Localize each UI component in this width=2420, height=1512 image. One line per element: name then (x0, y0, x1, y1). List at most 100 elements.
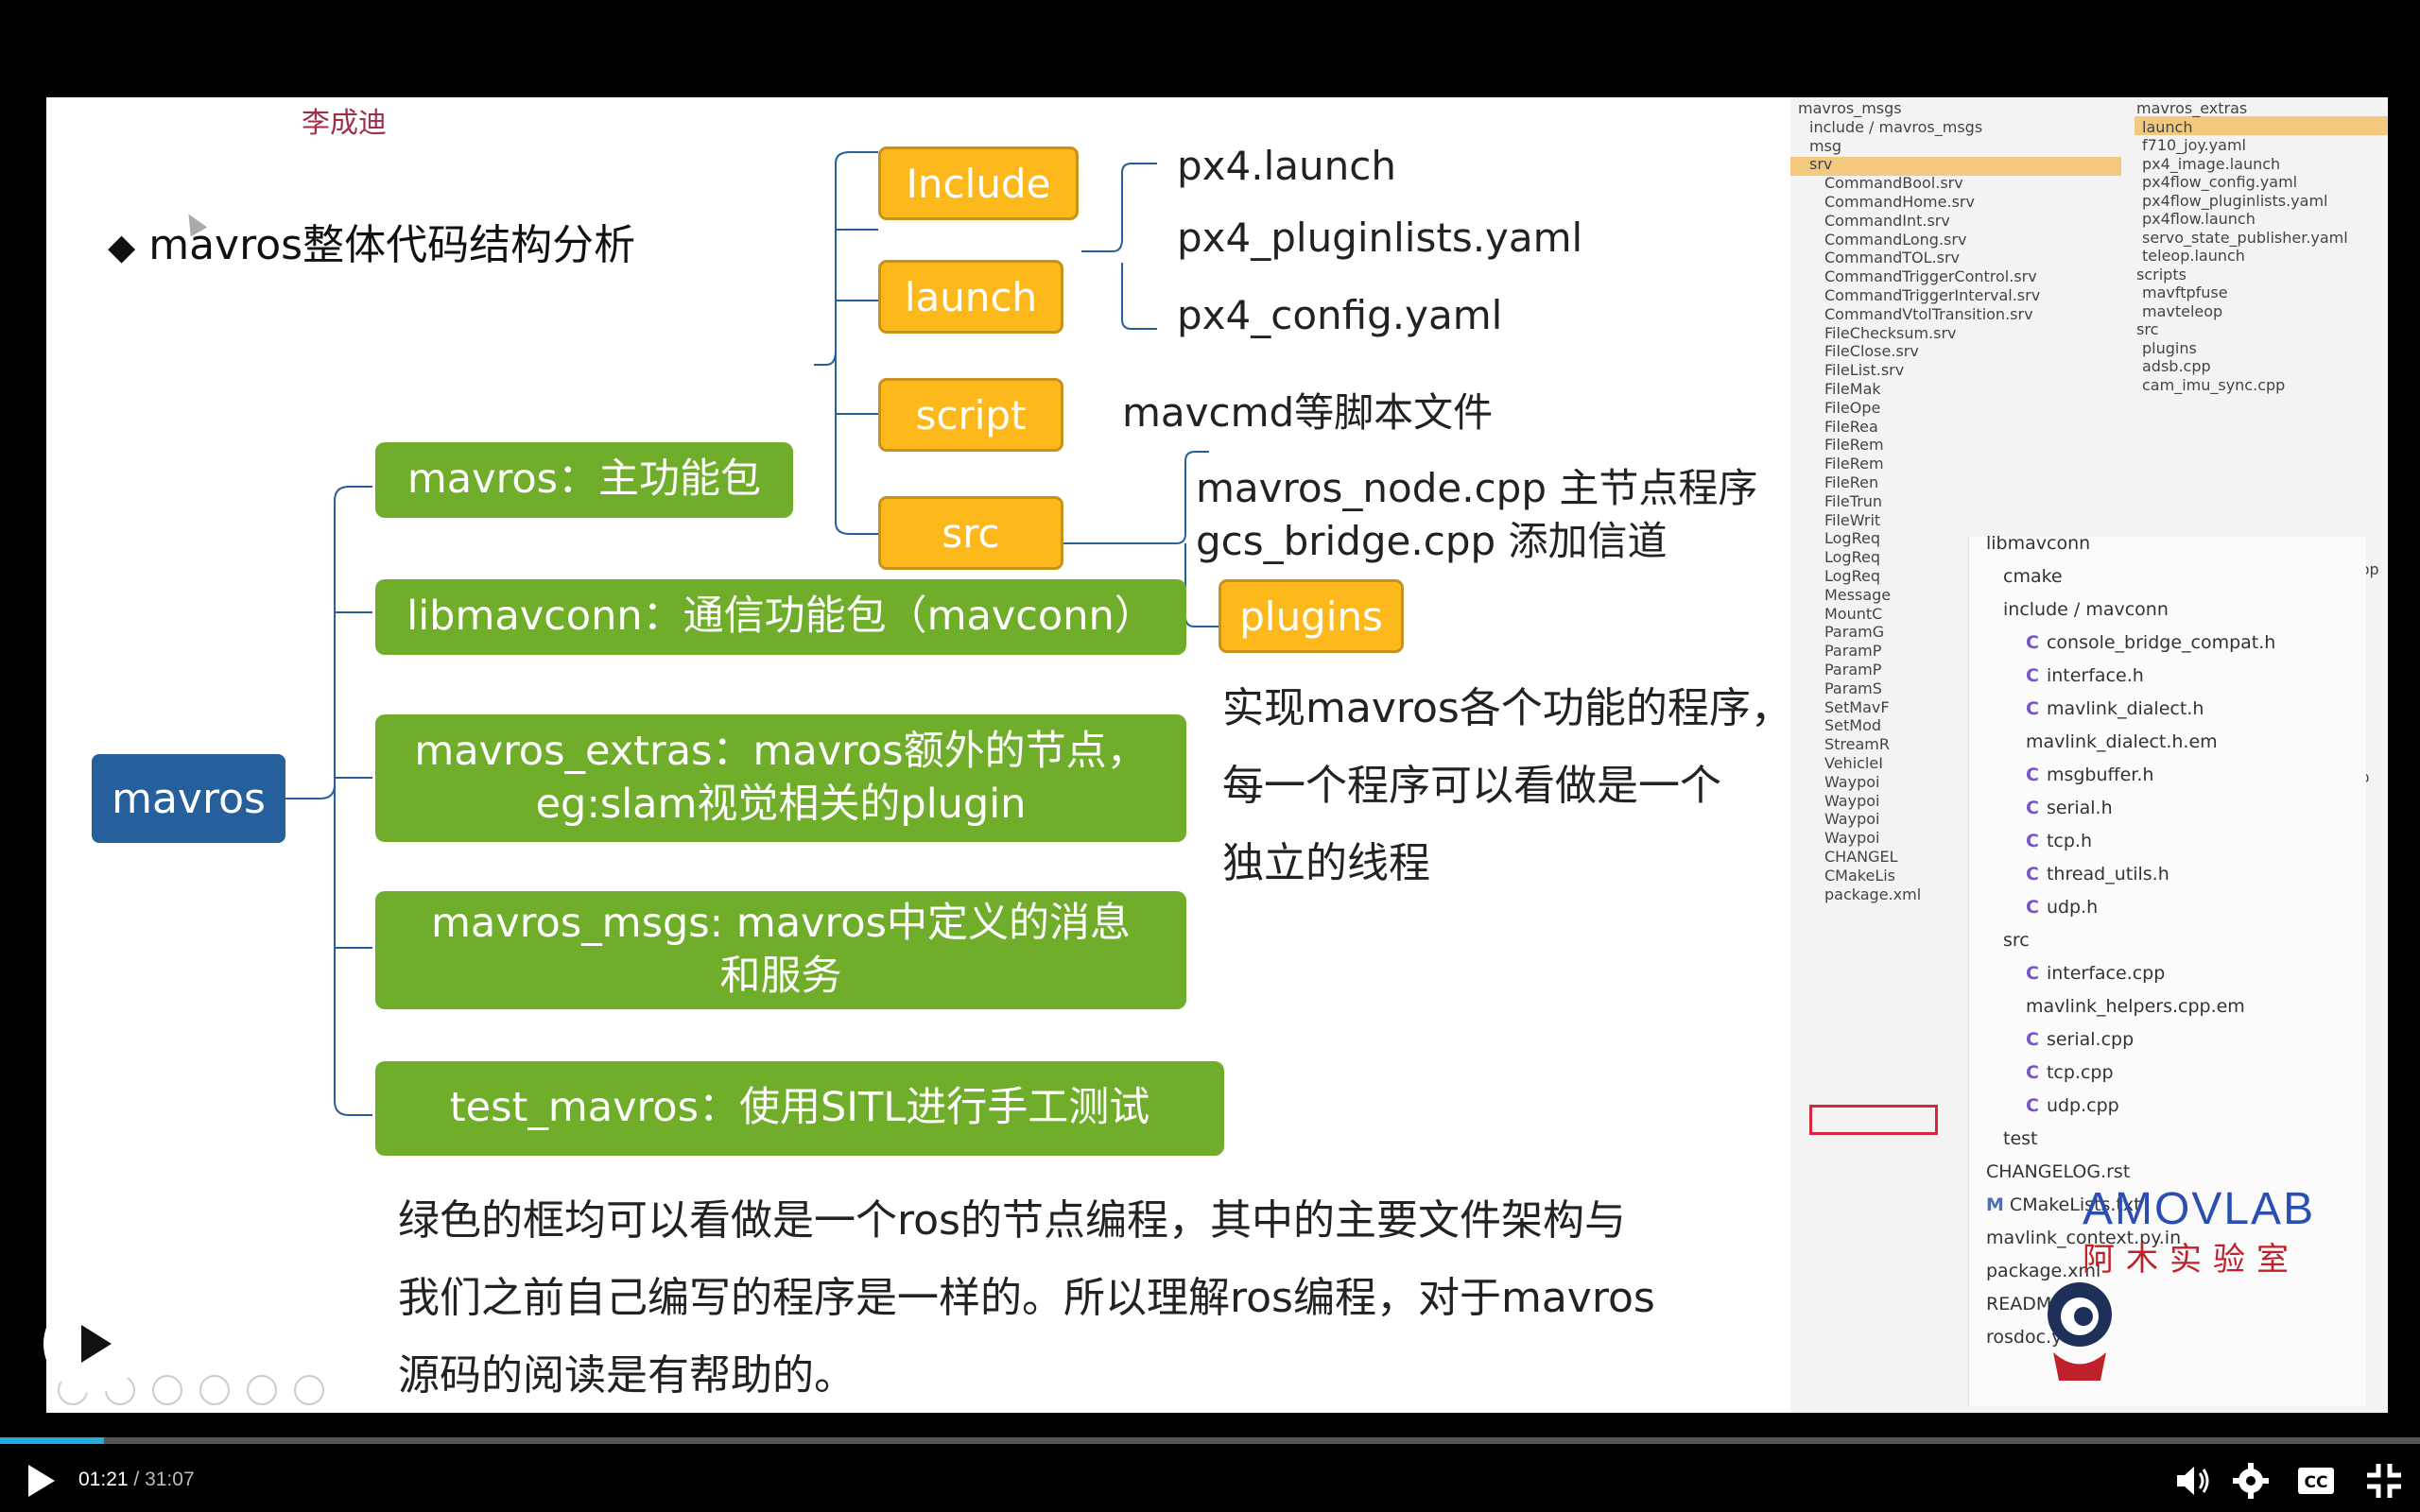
ide-tree-item[interactable]: FileList.srv (1824, 361, 1905, 380)
ide-tree-item[interactable]: launch (2142, 117, 2193, 136)
ide-tree-item[interactable]: include / mavros_msgs (1809, 117, 1983, 136)
zoom-icon[interactable] (247, 1375, 277, 1405)
ide-tree-item[interactable]: px4_image.launch (2142, 154, 2281, 173)
ide-tree-item[interactable]: SetMavF (1824, 697, 1890, 716)
more-icon[interactable] (294, 1375, 324, 1405)
ide-tree-item[interactable]: f710_joy.yaml (2142, 136, 2246, 154)
ide-tree-item[interactable]: package.xml (1824, 885, 1922, 903)
ide-tree-item[interactable]: mavlink_helpers.cpp.em (2026, 996, 2245, 1017)
volume-icon[interactable] (2171, 1460, 2213, 1502)
ide-tree-item[interactable]: FileOpe (1824, 398, 1881, 417)
ide-tree-item[interactable]: package.xml (1986, 1261, 2101, 1281)
ide-tree-item[interactable]: plugins (2142, 338, 2197, 357)
ide-tree-item[interactable]: mavteleop (2142, 301, 2223, 320)
ide-tree-item[interactable]: src (2003, 930, 2030, 951)
ide-tree-item[interactable]: Waypoi (1824, 772, 1880, 791)
ide-tree-item[interactable]: LogReq (1824, 548, 1880, 567)
settings-icon[interactable] (2230, 1460, 2272, 1502)
ide-tree-item[interactable]: Waypoi (1824, 810, 1880, 829)
ide-tree-item[interactable]: cmake (2003, 566, 2063, 587)
ide-tree-item[interactable]: CommandInt.srv (1824, 211, 1950, 230)
ide-tree-item[interactable]: mavros_msgs (1798, 99, 1902, 117)
ide-tree-item[interactable]: CommandVtolTransition.srv (1824, 304, 2033, 323)
package-label: mavros：主功能包 (406, 455, 762, 504)
ide-tree-item[interactable]: scripts (2136, 265, 2187, 284)
ide-tree-item[interactable]: FileRem (1824, 455, 1884, 473)
ide-tree-item[interactable]: mavlink_context.py.in (1986, 1228, 2182, 1248)
ide-tree-item[interactable]: px4flow_pluginlists.yaml (2142, 191, 2328, 210)
package-label: libmavconn：通信功能包（mavconn） (406, 593, 1155, 641)
ide-tree-item[interactable]: CommandBool.srv (1824, 174, 1963, 193)
ide-tree-item[interactable]: FileTrun (1824, 491, 1883, 510)
ide-tree-item[interactable]: libmavconn (1986, 533, 2091, 554)
ide-tree-item[interactable]: CHANGEL (1824, 848, 1898, 866)
ide-tree-item[interactable]: Waypoi (1824, 829, 1880, 848)
ide-tree-item[interactable]: test (2003, 1128, 2038, 1149)
ide-tree-item[interactable]: FileRem (1824, 436, 1884, 455)
ide-tree-item[interactable]: CommandTOL.srv (1824, 249, 1960, 267)
ide-tree-item[interactable]: FileMak (1824, 380, 1881, 398)
ide-tree-item[interactable]: ParamG (1824, 623, 1885, 642)
ide-tree-item[interactable]: adsb.cpp (2142, 357, 2211, 375)
ide-tree-item[interactable]: Message (1824, 585, 1892, 604)
ide-tree-item[interactable]: srv (1809, 155, 1833, 174)
ide-tree-item[interactable]: CommandTriggerControl.srv (1824, 267, 2037, 286)
ide-tree-item[interactable]: FileRea (1824, 417, 1878, 436)
ide-tree-item[interactable]: SetMod (1824, 716, 1882, 735)
ide-tree-item[interactable]: Waypoi (1824, 791, 1880, 810)
ide-tree-item[interactable]: CommandTriggerInterval.srv (1824, 286, 2041, 304)
ide-tree-item[interactable]: px4flow.launch (2142, 210, 2256, 228)
ide-tree-item[interactable]: teleop.launch (2142, 247, 2245, 265)
ide-tree-item[interactable]: LogReq (1824, 529, 1880, 548)
ide-tree-item[interactable]: ParamP (1824, 661, 1882, 679)
progress-track[interactable] (0, 1437, 2420, 1444)
pen-icon[interactable] (152, 1375, 182, 1405)
description-line: 每一个程序可以看做是一个 (1222, 762, 1721, 810)
exit-fullscreen-icon[interactable] (2363, 1460, 2405, 1502)
captions-icon[interactable]: CC (2295, 1460, 2337, 1502)
folder-include: Include (878, 146, 1079, 220)
ide-tree-item[interactable]: px4flow_config.yaml (2142, 173, 2298, 191)
ide-tree-item[interactable]: FileWrit (1824, 510, 1881, 529)
ide-tree-item[interactable]: CommandHome.srv (1824, 193, 1975, 211)
logo-subtitle: 阿木实验室 (2083, 1241, 2300, 1279)
ide-tree-item[interactable]: include / mavconn (2003, 599, 2169, 620)
big-play-icon[interactable] (43, 1295, 142, 1393)
ide-tree-item[interactable]: mavros_extras (2136, 99, 2248, 117)
ide-tree-item[interactable]: FileClose.srv (1824, 342, 1919, 361)
ide-tree-item[interactable]: FileRen (1824, 473, 1879, 491)
ide-tree-item[interactable]: mavlink_dialect.h.em (2026, 731, 2218, 752)
ide-tree-item[interactable]: CommandLong.srv (1824, 230, 1967, 249)
ide-tree-item[interactable]: src (2136, 320, 2159, 338)
copy-icon[interactable] (199, 1375, 230, 1405)
ide-tree-item[interactable]: ParamS (1824, 679, 1882, 697)
ide-tree-item[interactable]: CMakeLis (1824, 866, 1896, 885)
play-icon[interactable] (28, 1465, 55, 1497)
ide-tree-item[interactable]: servo_state_publisher.yaml (2142, 228, 2348, 247)
ide-tree-item[interactable]: ParamP (1824, 642, 1882, 661)
ide-tree-item[interactable]: VehicleI (1824, 754, 1883, 772)
ide-tree-item[interactable]: StreamR (1824, 735, 1891, 754)
ide-tree-item[interactable]: LogReq (1824, 567, 1880, 585)
ide-tree-item[interactable]: cam_imu_sync.cpp (2142, 375, 2286, 394)
ide-tree-item[interactable]: FileChecksum.srv (1824, 323, 1957, 342)
ide-tree-item[interactable]: MountC (1824, 604, 1883, 623)
package-label: mavros_msgs: mavros中定义的消息 (431, 900, 1131, 948)
ide-tree-item[interactable]: CHANGELOG.rst (1986, 1161, 2131, 1182)
c-file-icon: C (2026, 665, 2039, 686)
ide-tree-item[interactable]: msg (1809, 136, 1842, 155)
ide-tree-item[interactable]: mavftpfuse (2142, 284, 2228, 301)
